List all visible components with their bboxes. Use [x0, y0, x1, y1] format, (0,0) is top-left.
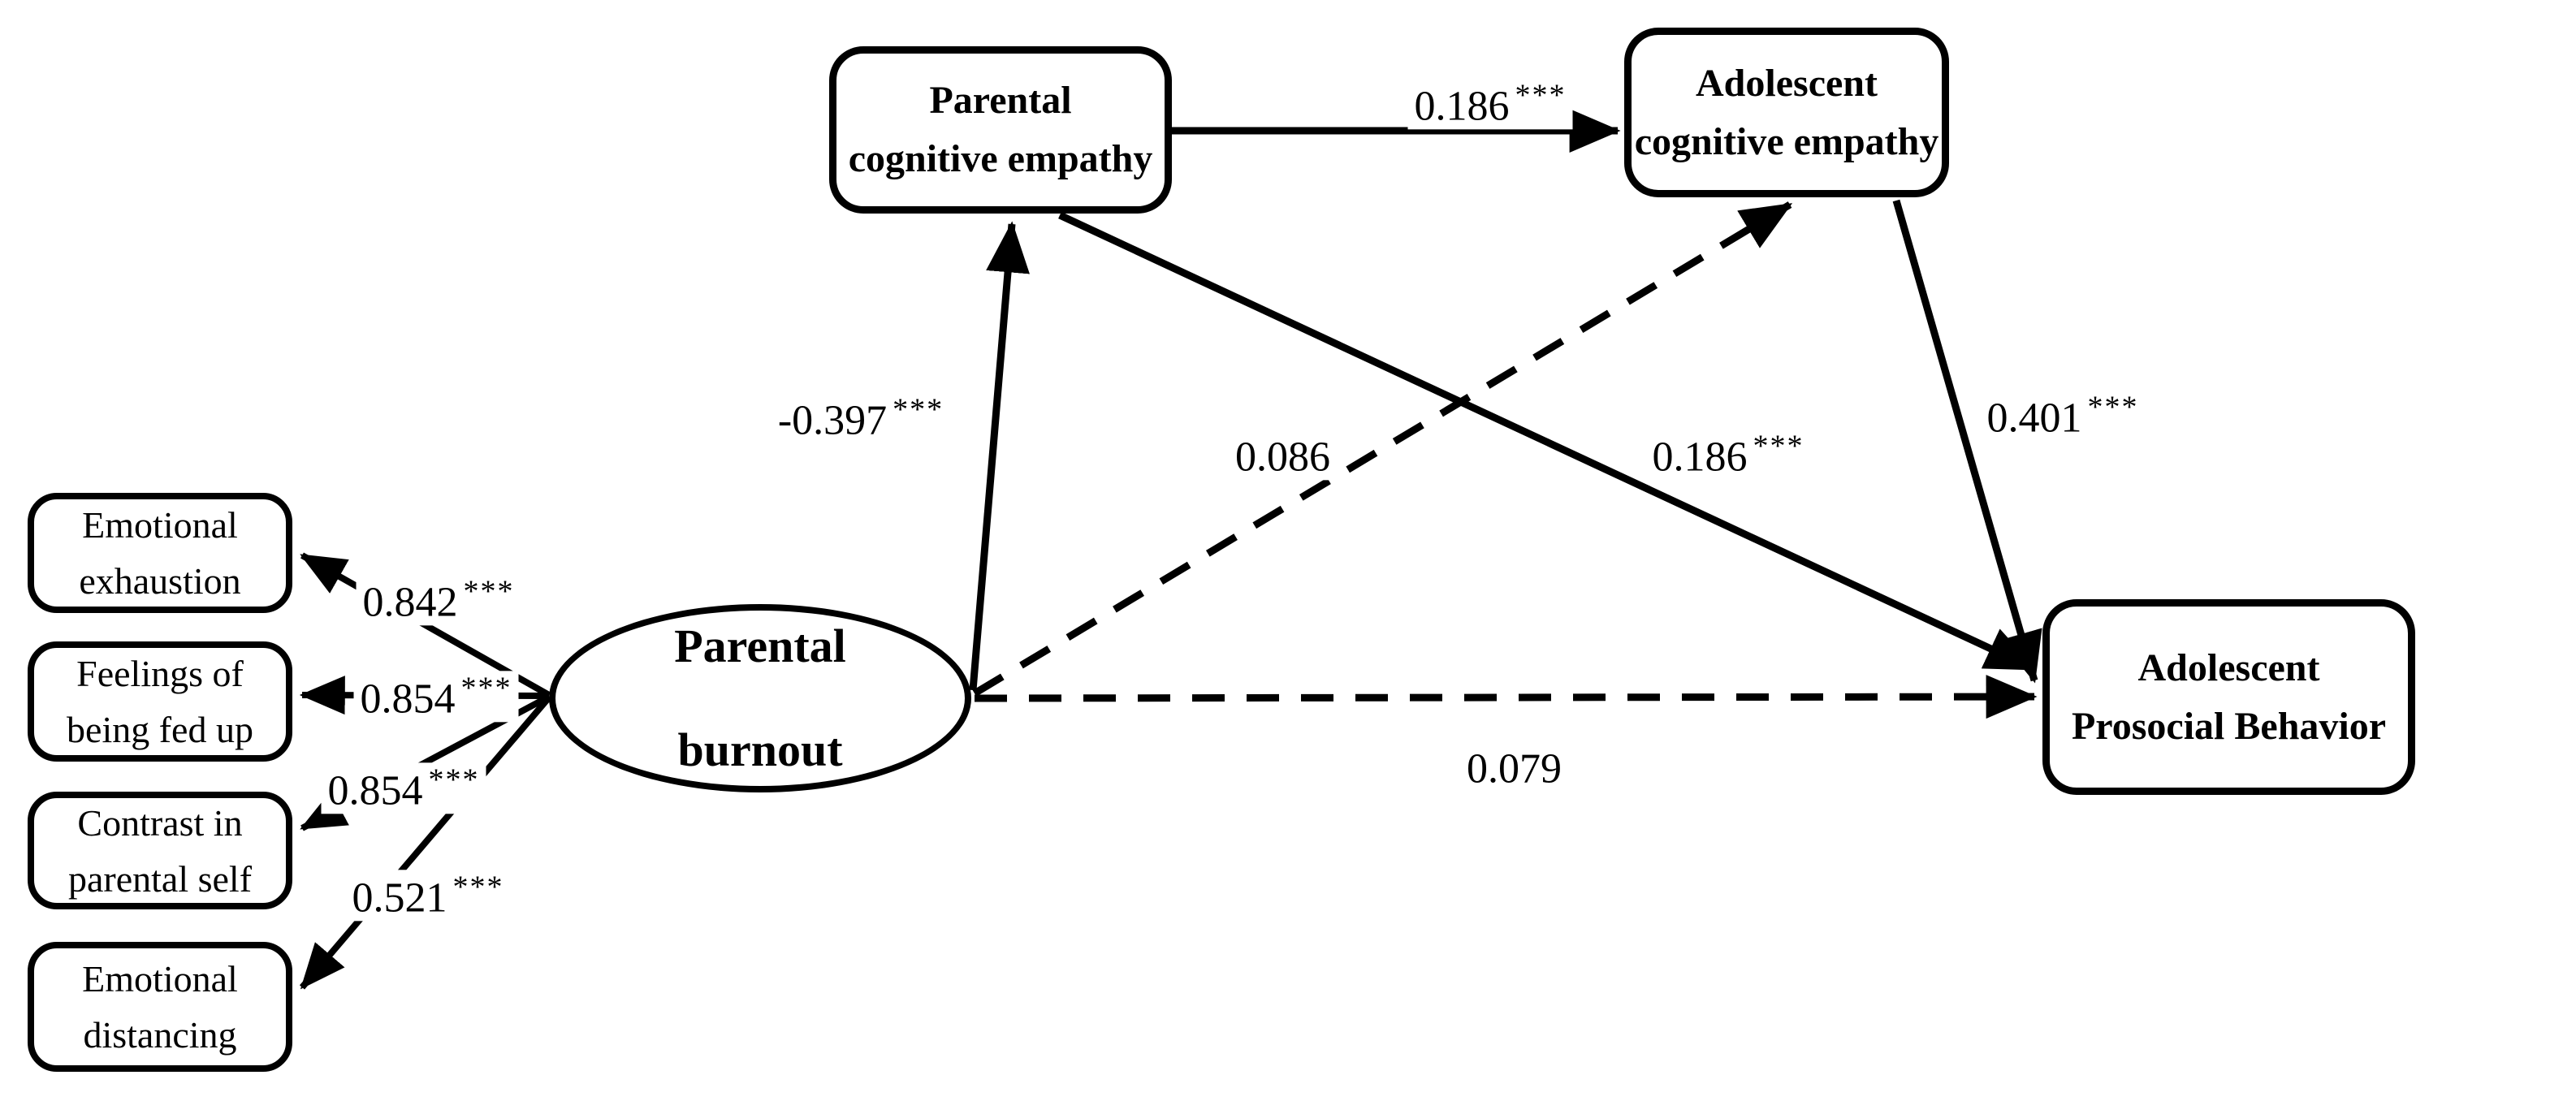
node-label-line1: Adolescent — [1696, 61, 1878, 105]
loading-line-emotional-distancing — [299, 695, 552, 990]
path-value: 0.079 — [1467, 745, 1562, 792]
significance-asterisks: *** — [2087, 390, 2139, 425]
indicator-label-line2: exhaustion — [79, 560, 241, 602]
path-value: 0.186 — [1652, 434, 1748, 481]
loading-value: 0.842 — [362, 579, 458, 626]
node-label-line2: Prosocial Behavior — [2071, 704, 2387, 748]
node-parental-cognitive-empathy: Parental cognitive empathy — [829, 46, 1172, 214]
loading-label-emotional-exhaustion: 0.842*** — [356, 574, 521, 626]
significance-asterisks: *** — [460, 671, 512, 706]
significance-asterisks: *** — [1515, 78, 1567, 113]
significance-asterisks: *** — [452, 870, 504, 905]
indicator-label-line2: distancing — [83, 1014, 237, 1056]
path-label-burnout-to-parental-cognitive-empathy: -0.397*** — [771, 392, 951, 444]
path-value: 0.086 — [1235, 434, 1330, 481]
significance-asterisks: *** — [428, 762, 480, 797]
loading-value: 0.854 — [360, 676, 456, 723]
path-line-burnout-to-parental-cognitive-empathy — [969, 221, 1030, 691]
loading-value: 0.521 — [352, 874, 447, 922]
path-line-burnout-to-prosocial — [974, 675, 2038, 719]
indicator-label-line2: being fed up — [67, 709, 253, 750]
indicator-label-line2: parental self — [67, 857, 253, 900]
node-label-line2: cognitive empathy — [848, 137, 1153, 180]
indicator-label-line1: Feelings of — [76, 653, 244, 694]
node-label-line1: Parental — [929, 79, 1072, 122]
indicator-label-line1: Emotional — [82, 958, 238, 1000]
node-adolescent-cognitive-empathy: Adolescent cognitive empathy — [1624, 28, 1949, 197]
path-value: 0.186 — [1414, 83, 1510, 130]
indicator-label-line1: Contrast in — [77, 801, 243, 844]
path-value: 0.401 — [1986, 395, 2082, 442]
latent-parental-burnout-ellipse: Parental burnout — [549, 604, 971, 792]
loading-label-feelings-of-being-fed-up: 0.854*** — [353, 671, 519, 723]
path-label-burnout-to-prosocial: 0.079 — [1460, 740, 1574, 792]
path-label-parental-to-adolescent-cognitive-empathy: 0.186*** — [1407, 78, 1573, 130]
loading-value: 0.854 — [327, 767, 423, 814]
indicator-box-feelings-of-being-fed-up: Feelings of being fed up — [28, 641, 292, 762]
path-label-parental-cognitive-empathy-to-prosocial: 0.186*** — [1645, 429, 1811, 481]
path-line-burnout-to-adolescent-cognitive-empathy — [972, 201, 1793, 697]
path-value: -0.397 — [777, 397, 888, 444]
path-line-adolescent-cognitive-empathy-to-prosocial — [1892, 199, 2042, 684]
node-adolescent-prosocial-behavior: Adolescent Prosocial Behavior — [2042, 599, 2415, 795]
significance-asterisks: *** — [893, 392, 944, 427]
significance-asterisks: *** — [463, 574, 515, 609]
loading-label-emotional-distancing: 0.521*** — [345, 870, 511, 922]
significance-asterisks: *** — [1753, 429, 1804, 464]
node-label-line1: Adolescent — [2137, 645, 2320, 689]
path-label-adolescent-cognitive-empathy-to-prosocial: 0.401*** — [1980, 390, 2146, 442]
latent-label-line1: Parental — [674, 620, 846, 673]
indicator-box-emotional-distancing: Emotional distancing — [28, 942, 292, 1072]
node-label-line2: cognitive empathy — [1634, 119, 1939, 163]
latent-label-line2: burnout — [677, 723, 843, 776]
loading-label-contrast-in-parental-self: 0.854*** — [321, 762, 486, 814]
path-line-parental-cognitive-empathy-to-prosocial — [1058, 211, 2038, 673]
indicator-box-contrast-in-parental-self: Contrast in parental self — [28, 792, 292, 909]
indicator-label-line1: Emotional — [82, 504, 238, 546]
indicator-box-emotional-exhaustion: Emotional exhaustion — [28, 493, 292, 613]
path-label-burnout-to-adolescent-cognitive-empathy: 0.086 — [1229, 429, 1342, 481]
